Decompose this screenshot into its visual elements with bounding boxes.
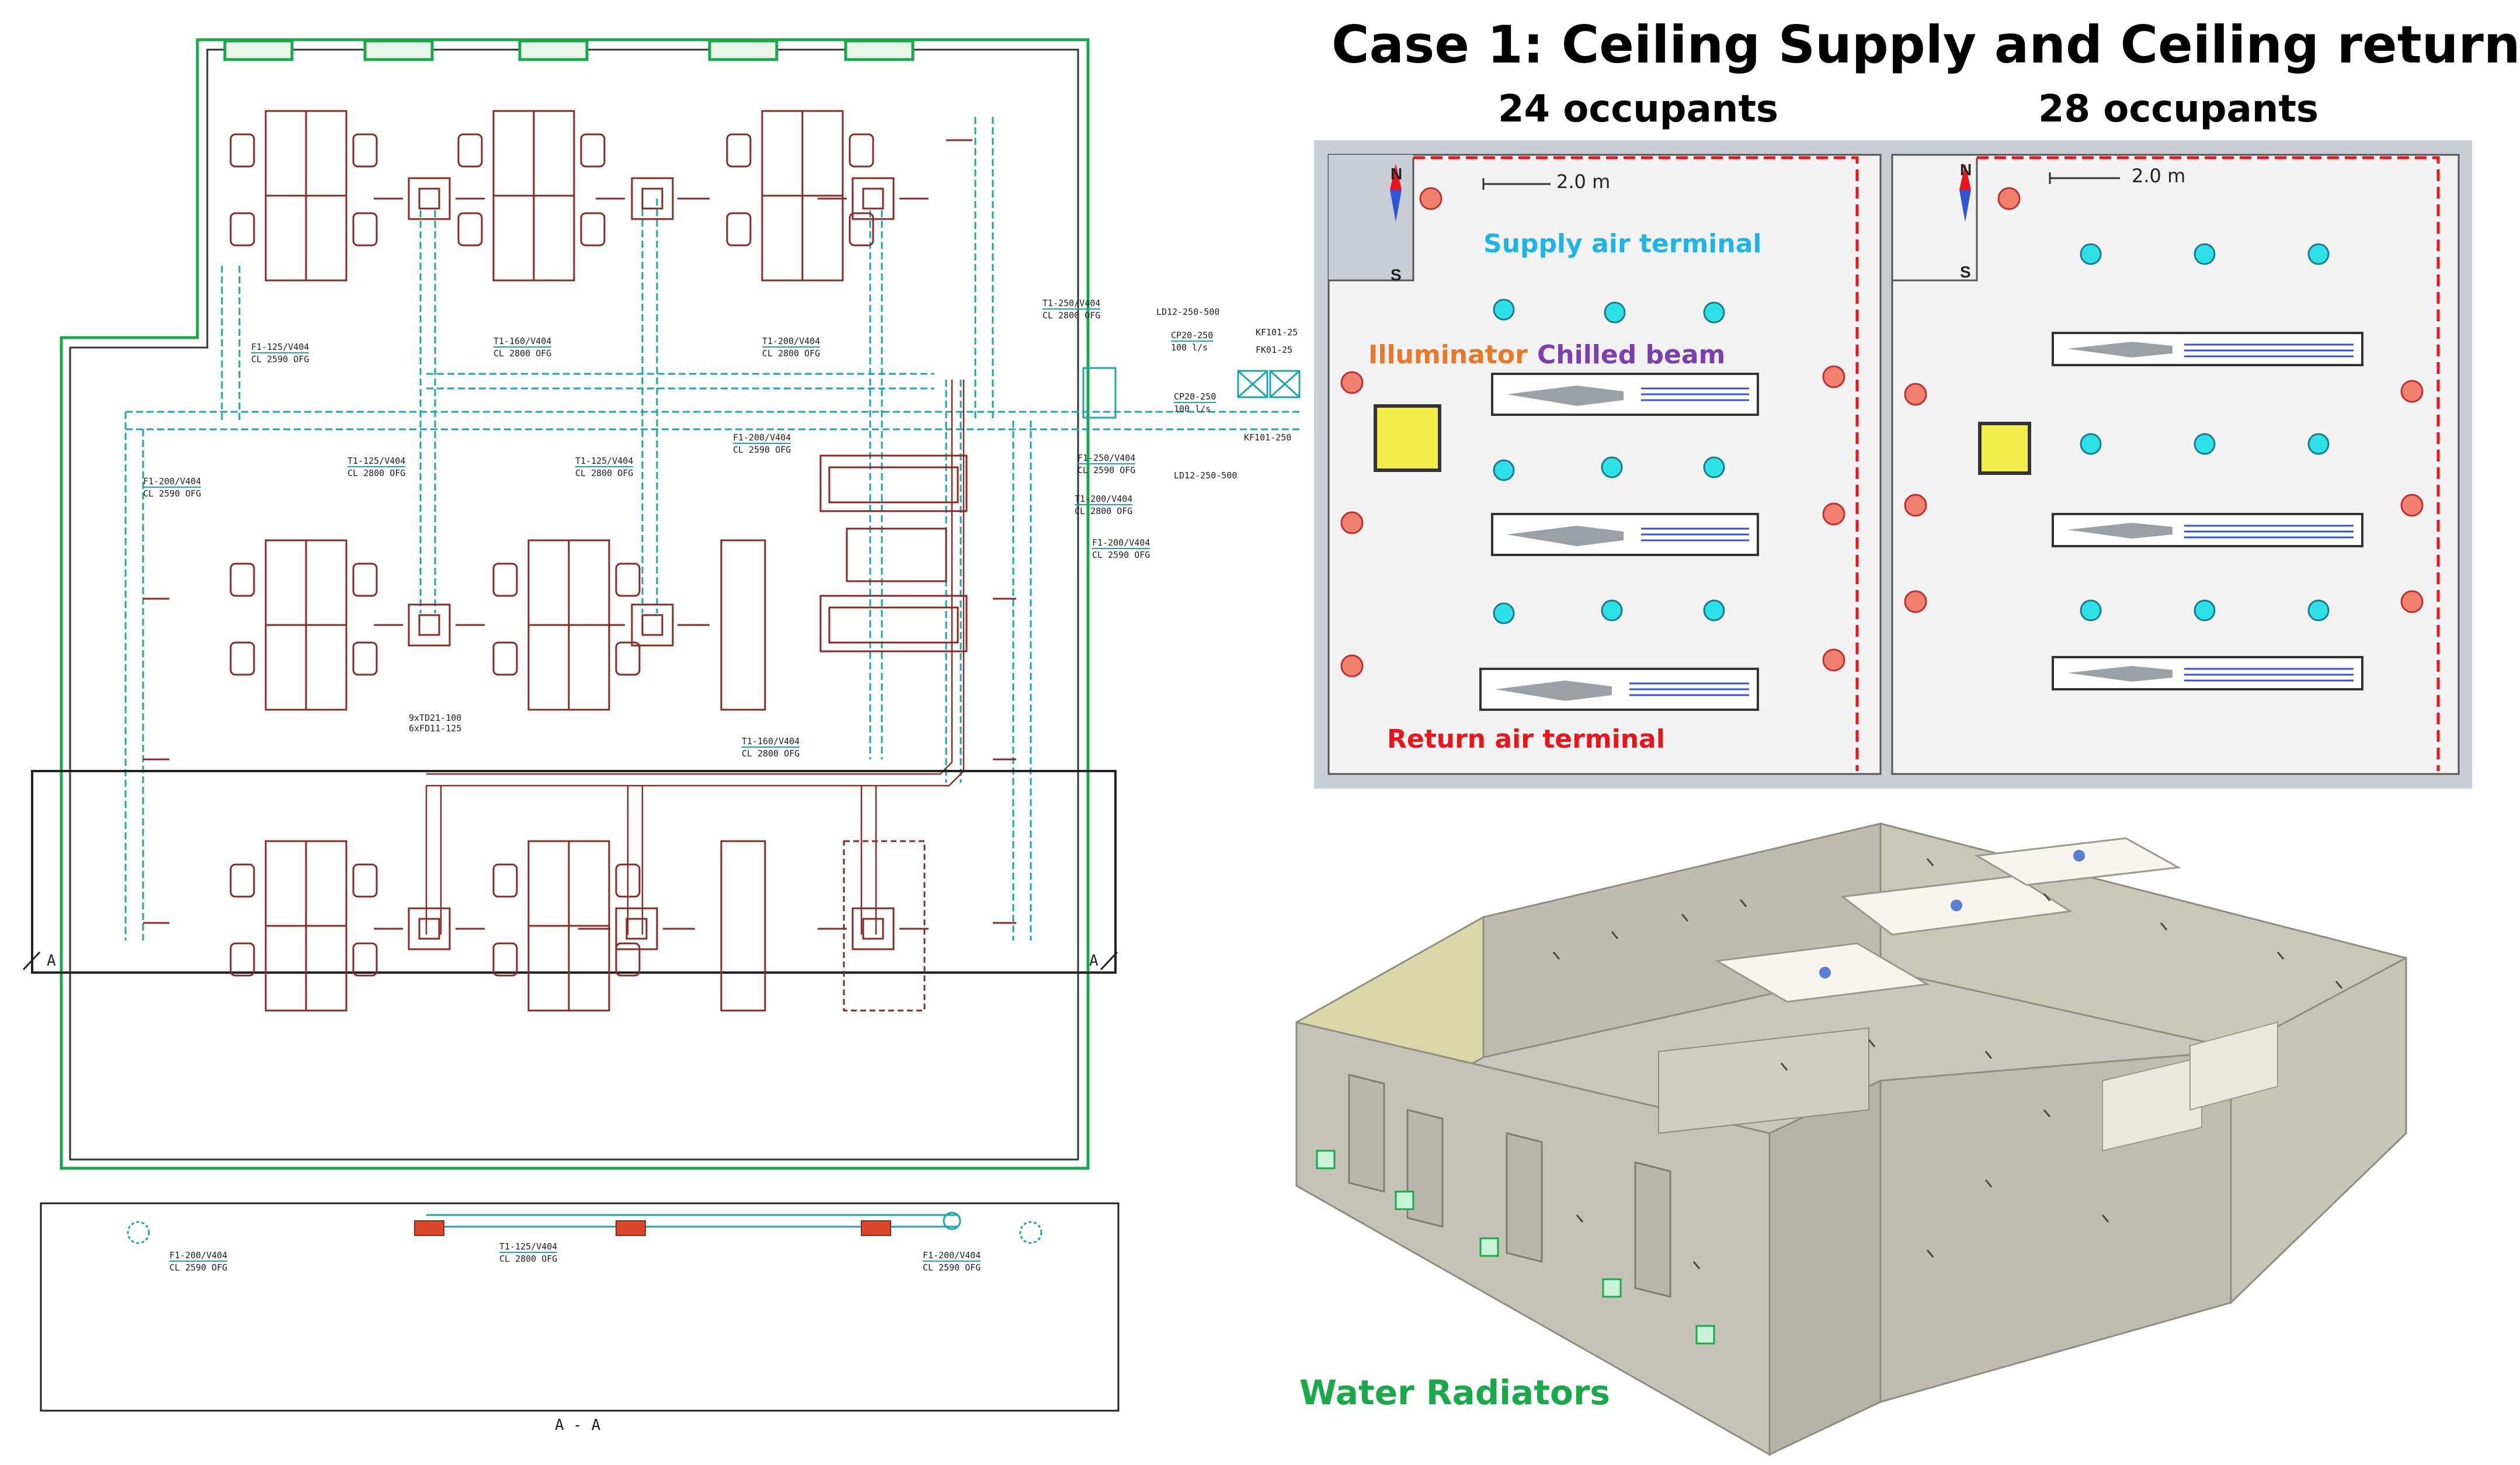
compass-south-left: S	[1391, 266, 1402, 284]
section-mark-right: A	[1089, 952, 1099, 970]
chilled-beam-label: Chilled beam	[1537, 340, 1726, 370]
panel-24-occupants-label: 24 occupants	[1498, 88, 1778, 131]
duct-tag: KF101-250	[1244, 432, 1292, 443]
cfd-plan-panels	[1314, 140, 2472, 789]
3d-room-model	[1295, 822, 2407, 1456]
compass-north-right: N	[1960, 161, 1972, 179]
section-caption: A - A	[555, 1417, 601, 1434]
return-air-terminal-label: Return air terminal	[1387, 724, 1665, 754]
duct-tag: LD12-250-500	[1174, 470, 1238, 481]
duct-tag: FK01-25	[1256, 345, 1293, 355]
case-title: Case 1: Ceiling Supply and Ceiling retur…	[1332, 15, 2520, 75]
compass-north-left: N	[1391, 165, 1403, 183]
hvac-floor-plan	[22, 38, 1302, 1412]
water-radiators-label: Water Radiators	[1299, 1373, 1610, 1412]
illuminator-label: Illuminator	[1368, 340, 1528, 370]
compass-south-right: S	[1960, 263, 1971, 281]
duct-tag: LD12-250-500	[1156, 307, 1220, 317]
scale-bar-label: 2.0 m	[2132, 165, 2186, 187]
scale-bar-label: 2.0 m	[1556, 171, 1611, 193]
duct-tag: KF101-25	[1256, 327, 1298, 338]
section-mark-left: A	[47, 952, 56, 970]
panel-28-occupants-label: 28 occupants	[2038, 88, 2319, 131]
supply-air-terminal-label: Supply air terminal	[1483, 229, 1762, 259]
